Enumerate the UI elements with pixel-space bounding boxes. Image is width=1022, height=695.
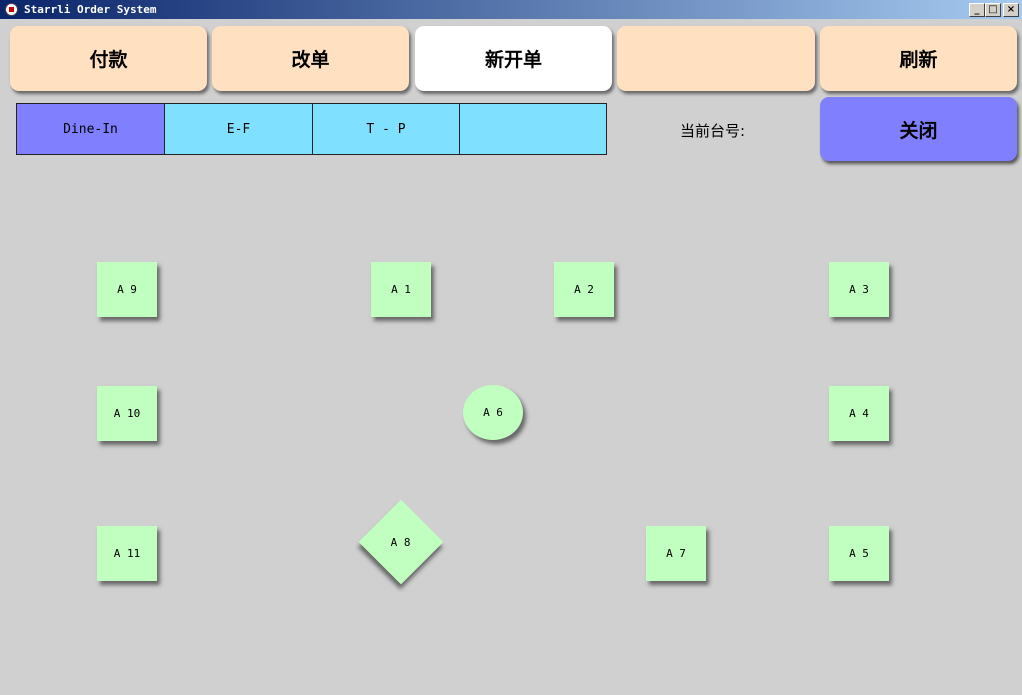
table-label: A 7 — [666, 547, 686, 560]
table-label: A 1 — [391, 283, 411, 296]
table-a11[interactable]: A 11 — [97, 526, 157, 581]
tab-t-p[interactable]: T - P — [312, 103, 460, 155]
table-label: A 2 — [574, 283, 594, 296]
table-label: A 11 — [113, 547, 141, 560]
tab-e-f[interactable]: E-F — [164, 103, 313, 155]
window-title: Starrli Order System — [24, 3, 157, 16]
table-label: A 3 — [849, 283, 869, 296]
minimize-button[interactable]: _ — [969, 3, 985, 17]
current-table-label: 当前台号: — [680, 122, 746, 140]
table-a5[interactable]: A 5 — [829, 526, 889, 581]
table-a8[interactable]: A 8 — [358, 499, 444, 585]
table-a1[interactable]: A 1 — [371, 262, 431, 317]
table-a3[interactable]: A 3 — [829, 262, 889, 317]
title-bar: Starrli Order System _ □ × — [0, 0, 1022, 19]
table-label: A 10 — [113, 407, 141, 420]
tab-dine-in[interactable]: Dine-In — [16, 103, 165, 155]
modify-order-button[interactable]: 改单 — [212, 26, 409, 91]
refresh-button[interactable]: 刷新 — [820, 26, 1017, 91]
close-button[interactable]: 关闭 — [820, 97, 1017, 161]
table-label: A 4 — [849, 407, 869, 420]
table-label: A 9 — [117, 283, 137, 296]
table-label: A 5 — [849, 547, 869, 560]
table-a10[interactable]: A 10 — [97, 386, 157, 441]
table-a9[interactable]: A 9 — [97, 262, 157, 317]
table-a4[interactable]: A 4 — [829, 386, 889, 441]
table-label: A 8 — [391, 535, 411, 549]
blank-button[interactable] — [617, 26, 815, 91]
close-window-button[interactable]: × — [1003, 3, 1019, 17]
pay-button[interactable]: 付款 — [10, 26, 207, 91]
table-a6[interactable]: A 6 — [463, 385, 523, 440]
new-order-button[interactable]: 新开单 — [415, 26, 612, 91]
table-a2[interactable]: A 2 — [554, 262, 614, 317]
maximize-button[interactable]: □ — [985, 3, 1001, 17]
app-icon[interactable] — [5, 3, 18, 16]
table-a7[interactable]: A 7 — [646, 526, 706, 581]
tab-blank[interactable] — [459, 103, 607, 155]
table-label: A 6 — [483, 406, 503, 419]
